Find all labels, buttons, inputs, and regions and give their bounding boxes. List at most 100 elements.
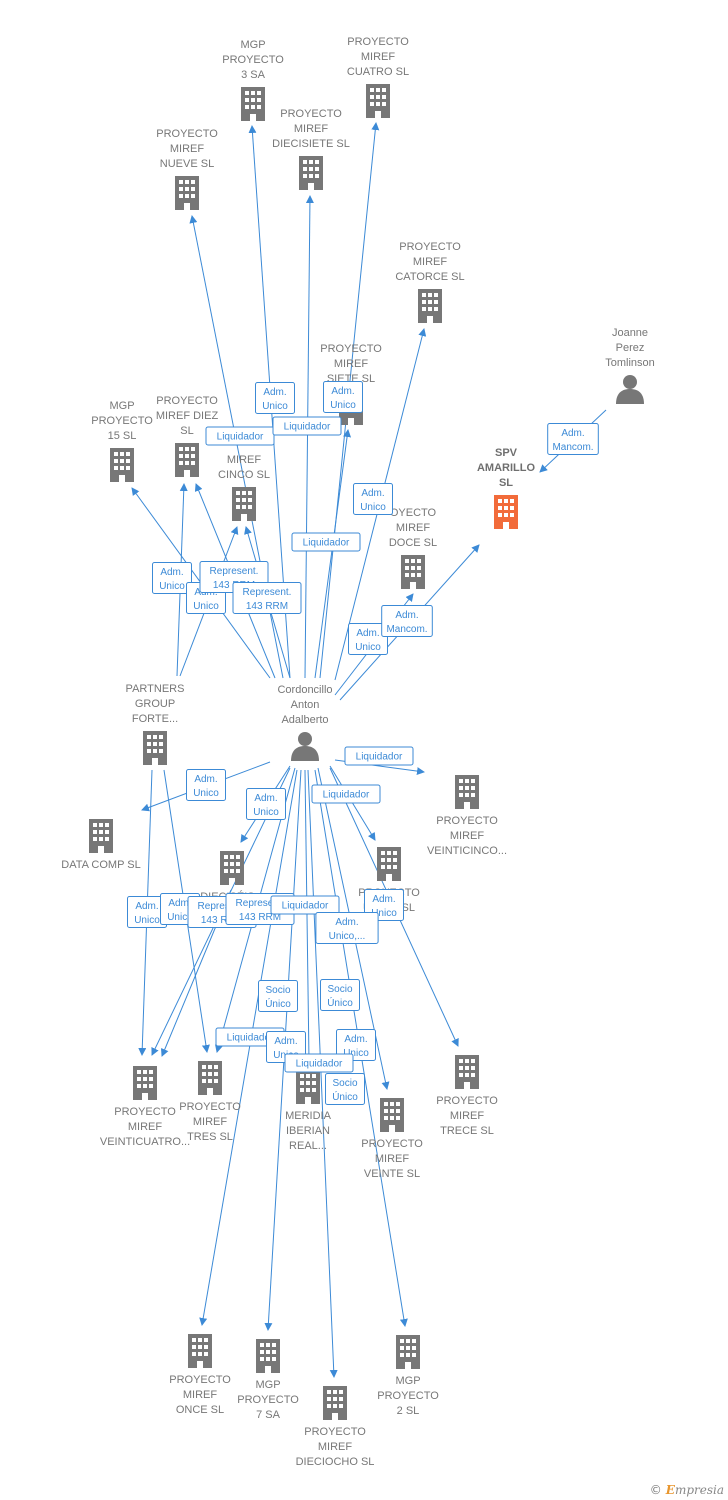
edge-cordoncillo-to-siete	[314, 429, 352, 679]
node-label: MIREF	[193, 1116, 228, 1128]
node-partners[interactable]: PARTNERSGROUPFORTE...	[126, 683, 185, 765]
node-label: MGP	[109, 400, 134, 412]
node-label: PROYECTO	[320, 343, 382, 355]
relation-label-text: Unico	[360, 502, 386, 513]
building-icon[interactable]	[133, 1066, 157, 1100]
node-label: TRECE SL	[440, 1125, 494, 1137]
relation-label: Adm.Unico	[348, 623, 388, 655]
empresia-watermark: ©Empresia	[650, 1483, 724, 1497]
building-icon[interactable]	[175, 176, 199, 210]
relation-label-box	[258, 980, 298, 1012]
node-label: PROYECTO	[156, 395, 218, 407]
building-icon[interactable]	[175, 443, 199, 477]
relation-label-text: Mancom.	[552, 442, 593, 453]
building-icon[interactable]	[323, 1386, 347, 1420]
relation-label-box	[255, 382, 295, 414]
node-label: 15 SL	[108, 430, 137, 442]
building-icon[interactable]	[198, 1061, 222, 1095]
relation-label-text: 143 RRM	[201, 915, 243, 926]
building-icon[interactable]	[256, 1339, 280, 1373]
building-icon[interactable]	[299, 156, 323, 190]
relation-label: Liquidador	[291, 532, 361, 552]
building-icon[interactable]	[89, 819, 113, 853]
node-label: Adalberto	[281, 714, 328, 726]
node-veinticuatro[interactable]: PROYECTOMIREFVEINTICUATRO...	[100, 1066, 190, 1148]
node-label: PROYECTO	[436, 815, 498, 827]
building-icon[interactable]	[296, 1070, 320, 1104]
relation-label: Adm.Unico	[323, 381, 363, 413]
building-icon[interactable]	[188, 1334, 212, 1368]
node-label: MIREF DIEZ	[156, 410, 219, 422]
relation-label-text: Socio	[265, 985, 290, 996]
relation-label-text: Mancom.	[386, 624, 427, 635]
relation-label-text: Adm.	[361, 488, 384, 499]
building-icon[interactable]	[366, 84, 390, 118]
node-label: CATORCE SL	[395, 271, 464, 283]
node-label: PROYECTO	[399, 241, 461, 253]
node-label: 3 SA	[241, 69, 266, 81]
building-icon[interactable]	[143, 731, 167, 765]
relation-label-box	[205, 426, 275, 446]
building-icon[interactable]	[494, 495, 518, 529]
building-icon[interactable]	[418, 289, 442, 323]
relation-label-text: Unico,...	[329, 931, 366, 942]
node-label: MIREF	[396, 522, 431, 534]
building-icon[interactable]	[241, 87, 265, 121]
relation-label-text: Unico	[193, 601, 219, 612]
relation-label-box	[323, 381, 363, 413]
edge-cordoncillo-to-dieciocho	[307, 769, 338, 1378]
person-icon[interactable]	[291, 732, 319, 761]
building-icon[interactable]	[396, 1335, 420, 1369]
building-icon[interactable]	[455, 775, 479, 809]
node-label: VEINTICINCO...	[427, 845, 507, 857]
building-icon[interactable]	[110, 448, 134, 482]
relation-label-text: Unico	[134, 915, 160, 926]
node-label: MIREF	[170, 143, 205, 155]
relation-label-box	[547, 423, 599, 455]
node-label: PROYECTO	[114, 1106, 176, 1118]
building-icon[interactable]	[401, 555, 425, 589]
node-veinticinco[interactable]: PROYECTOMIREFVEINTICINCO...	[427, 775, 507, 857]
building-icon[interactable]	[220, 851, 244, 885]
relation-label-text: Represent.	[236, 898, 285, 909]
node-meridia[interactable]: MERIDIAIBERIANREAL...	[285, 1070, 332, 1152]
relation-label-box	[381, 605, 433, 637]
node-datacomp[interactable]: DATA COMP SL	[61, 819, 141, 871]
building-icon[interactable]	[377, 847, 401, 881]
relation-label-text: Represent.	[243, 587, 292, 598]
relation-label-text: Socio	[332, 1078, 357, 1089]
person-icon[interactable]	[616, 375, 644, 404]
relation-label-box	[272, 416, 342, 436]
relation-label-text: Único	[332, 1090, 358, 1103]
building-icon[interactable]	[380, 1098, 404, 1132]
relation-label-text: Liquidador	[296, 1059, 343, 1070]
building-icon[interactable]	[455, 1055, 479, 1089]
relation-label-box	[152, 562, 192, 594]
node-label: PROYECTO	[304, 1426, 366, 1438]
relation-label: Represent.143 RRM	[232, 582, 302, 614]
node-label: PROYECTO	[377, 1390, 439, 1402]
building-icon[interactable]	[232, 487, 256, 521]
